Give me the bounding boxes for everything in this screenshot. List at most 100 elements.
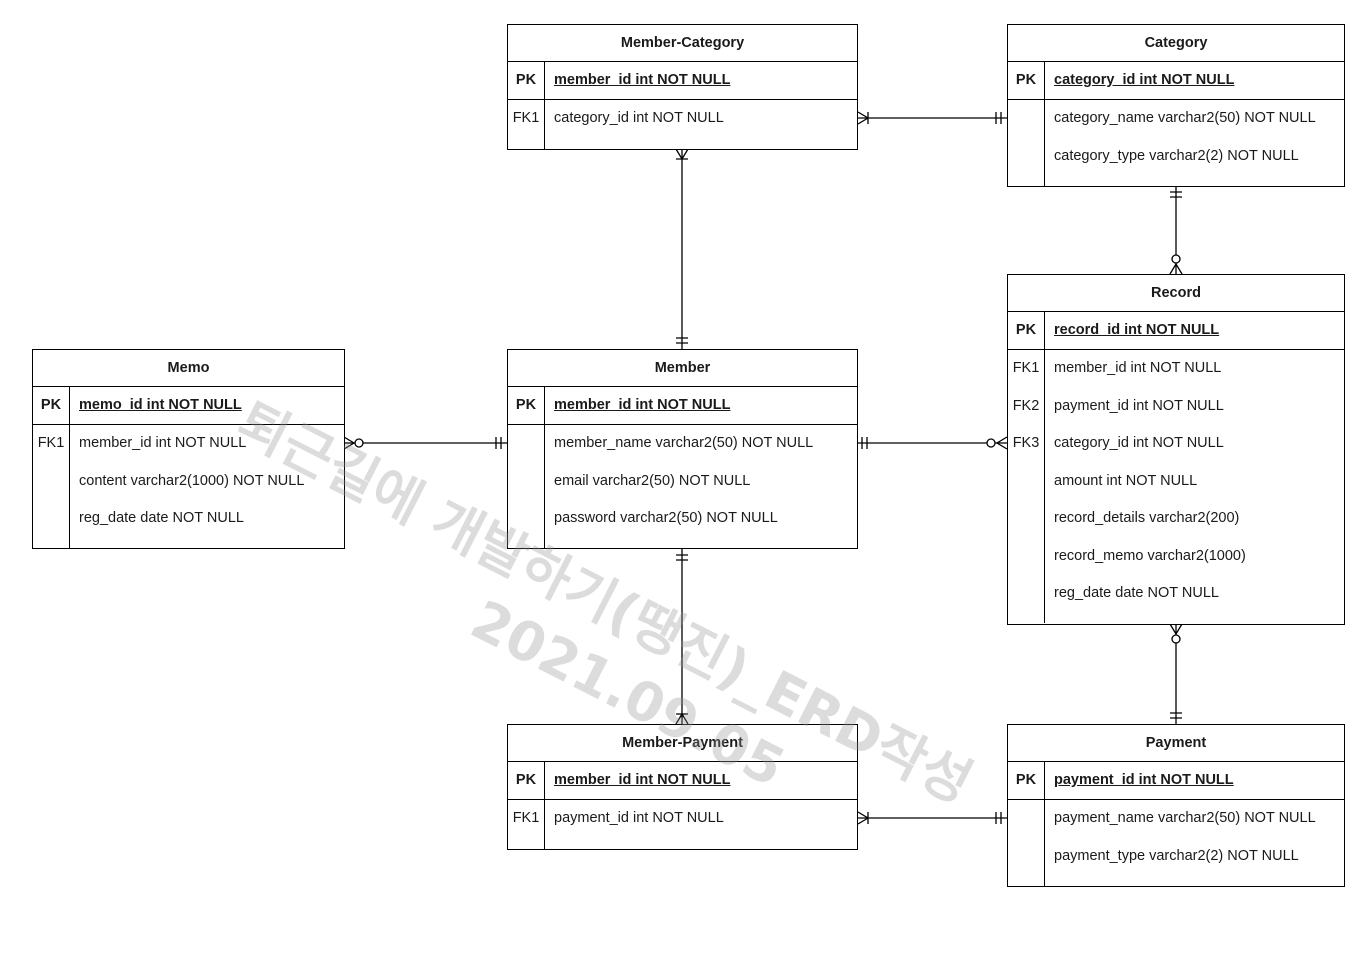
field-column: member_name varchar2(50) NOT NULL email … bbox=[545, 425, 857, 548]
zero-circle-memo-right bbox=[354, 438, 364, 448]
pk-label: PK bbox=[508, 762, 545, 799]
pk-label: PK bbox=[1008, 312, 1045, 349]
key-cell: FK2 bbox=[1012, 397, 1040, 414]
key-column: FK1 bbox=[33, 425, 70, 548]
pk-field: payment_id int NOT NULL bbox=[1054, 772, 1234, 788]
key-cell bbox=[33, 500, 69, 538]
key-cell: FK1 bbox=[37, 435, 65, 451]
attribute-field: category_name varchar2(50) NOT NULL bbox=[1054, 110, 1316, 126]
entity-member[interactable]: Member PK member_id int NOT NULL member_… bbox=[507, 349, 858, 549]
field-column: category_id int NOT NULL bbox=[545, 100, 857, 149]
entity-title: Payment bbox=[1008, 725, 1344, 762]
attribute-field: category_id int NOT NULL bbox=[554, 110, 724, 126]
key-column bbox=[1008, 800, 1045, 886]
attribute-rows: FK1 FK2 FK3 member_id int NOT NULL payme… bbox=[1008, 350, 1344, 623]
crow-foot-record-left bbox=[995, 436, 1008, 450]
pk-label: PK bbox=[1008, 62, 1045, 99]
field-column: payment_id int NOT NULL bbox=[545, 800, 857, 849]
pk-field: memo_id int NOT NULL bbox=[79, 397, 242, 413]
entity-member-category[interactable]: Member-Category PK member_id int NOT NUL… bbox=[507, 24, 858, 150]
crow-foot-record-bottom bbox=[1169, 623, 1183, 636]
attribute-field: category_id int NOT NULL bbox=[1054, 435, 1224, 451]
attribute-field: category_type varchar2(2) NOT NULL bbox=[1054, 147, 1299, 164]
crow-foot-record-top bbox=[1169, 262, 1183, 275]
entity-title: Member-Category bbox=[508, 25, 857, 62]
key-cell bbox=[1008, 463, 1044, 501]
entity-title: Category bbox=[1008, 25, 1344, 62]
key-cell bbox=[1008, 138, 1044, 176]
zero-circle-record-top bbox=[1171, 254, 1181, 264]
pk-field: member_id int NOT NULL bbox=[554, 397, 731, 413]
field-column: payment_name varchar2(50) NOT NULL payme… bbox=[1045, 800, 1344, 886]
attribute-field: member_id int NOT NULL bbox=[79, 435, 247, 451]
entity-member-payment[interactable]: Member-Payment PK member_id int NOT NULL… bbox=[507, 724, 858, 850]
key-cell bbox=[508, 500, 544, 538]
pk-label: PK bbox=[1008, 762, 1045, 799]
attribute-field: payment_name varchar2(50) NOT NULL bbox=[1054, 810, 1316, 826]
pk-row: PK member_id int NOT NULL bbox=[508, 762, 857, 800]
key-cell bbox=[1008, 838, 1044, 876]
one-mandatory-member-bottom bbox=[676, 554, 688, 561]
crow-foot-memo-right bbox=[343, 436, 356, 450]
pk-row: PK payment_id int NOT NULL bbox=[1008, 762, 1344, 800]
attribute-rows: FK1 category_id int NOT NULL bbox=[508, 100, 857, 149]
pk-label: PK bbox=[508, 62, 545, 99]
one-mandatory-category-bottom bbox=[1170, 191, 1182, 198]
key-cell bbox=[1008, 800, 1044, 838]
key-column bbox=[1008, 100, 1045, 186]
key-cell bbox=[508, 425, 544, 463]
one-mandatory-member-top bbox=[676, 337, 688, 344]
attribute-field: email varchar2(50) NOT NULL bbox=[554, 472, 751, 489]
pk-row: PK category_id int NOT NULL bbox=[1008, 62, 1344, 100]
key-column: FK1 FK2 FK3 bbox=[1008, 350, 1045, 623]
attribute-field: member_id int NOT NULL bbox=[1054, 360, 1222, 376]
entity-memo[interactable]: Memo PK memo_id int NOT NULL FK1 member_… bbox=[32, 349, 345, 549]
entity-payment[interactable]: Payment PK payment_id int NOT NULL payme… bbox=[1007, 724, 1345, 887]
field-column: category_name varchar2(50) NOT NULL cate… bbox=[1045, 100, 1344, 186]
pk-row: PK record_id int NOT NULL bbox=[1008, 312, 1344, 350]
attribute-rows: category_name varchar2(50) NOT NULL cate… bbox=[1008, 100, 1344, 186]
key-cell: FK1 bbox=[1012, 360, 1040, 376]
pk-label: PK bbox=[508, 387, 545, 424]
crow-foot-membercategory-right bbox=[857, 111, 870, 125]
pk-field: member_id int NOT NULL bbox=[554, 772, 731, 788]
field-column: member_id int NOT NULL content varchar2(… bbox=[70, 425, 344, 548]
zero-circle-record-left bbox=[986, 438, 996, 448]
attribute-rows: payment_name varchar2(50) NOT NULL payme… bbox=[1008, 800, 1344, 886]
one-mandatory-member-left bbox=[495, 437, 502, 449]
key-cell bbox=[508, 463, 544, 501]
entity-title: Member-Payment bbox=[508, 725, 857, 762]
pk-field: record_id int NOT NULL bbox=[1054, 322, 1220, 338]
field-column: member_id int NOT NULL payment_id int NO… bbox=[1045, 350, 1344, 623]
pk-field: category_id int NOT NULL bbox=[1054, 72, 1235, 88]
attribute-field: reg_date date NOT NULL bbox=[79, 510, 244, 526]
pk-row: PK member_id int NOT NULL bbox=[508, 62, 857, 100]
crow-foot-memberpayment-right bbox=[857, 811, 870, 825]
entity-category[interactable]: Category PK category_id int NOT NULL cat… bbox=[1007, 24, 1345, 187]
attribute-field: payment_type varchar2(2) NOT NULL bbox=[1054, 847, 1299, 864]
entity-title: Member bbox=[508, 350, 857, 387]
pk-row: PK member_id int NOT NULL bbox=[508, 387, 857, 425]
crow-foot-membercategory-bottom bbox=[675, 148, 689, 161]
attribute-rows: FK1 member_id int NOT NULL content varch… bbox=[33, 425, 344, 548]
pk-label: PK bbox=[33, 387, 70, 424]
key-cell bbox=[33, 463, 69, 501]
key-cell: FK1 bbox=[512, 810, 540, 826]
attribute-field: reg_date date NOT NULL bbox=[1054, 585, 1219, 601]
key-cell bbox=[1008, 538, 1044, 576]
pk-field: member_id int NOT NULL bbox=[554, 72, 731, 88]
entity-record[interactable]: Record PK record_id int NOT NULL FK1 FK2… bbox=[1007, 274, 1345, 625]
key-column: FK1 bbox=[508, 100, 545, 149]
pk-row: PK memo_id int NOT NULL bbox=[33, 387, 344, 425]
attribute-field: payment_id int NOT NULL bbox=[1054, 397, 1224, 414]
attribute-field: record_memo varchar2(1000) bbox=[1054, 547, 1246, 564]
key-cell bbox=[1008, 100, 1044, 138]
key-column: FK1 bbox=[508, 800, 545, 849]
key-cell bbox=[1008, 575, 1044, 613]
key-cell bbox=[1008, 500, 1044, 538]
key-cell: FK3 bbox=[1012, 435, 1040, 451]
attribute-field: amount int NOT NULL bbox=[1054, 472, 1198, 489]
attribute-field: password varchar2(50) NOT NULL bbox=[554, 510, 778, 526]
zero-circle-record-bottom bbox=[1171, 634, 1181, 644]
